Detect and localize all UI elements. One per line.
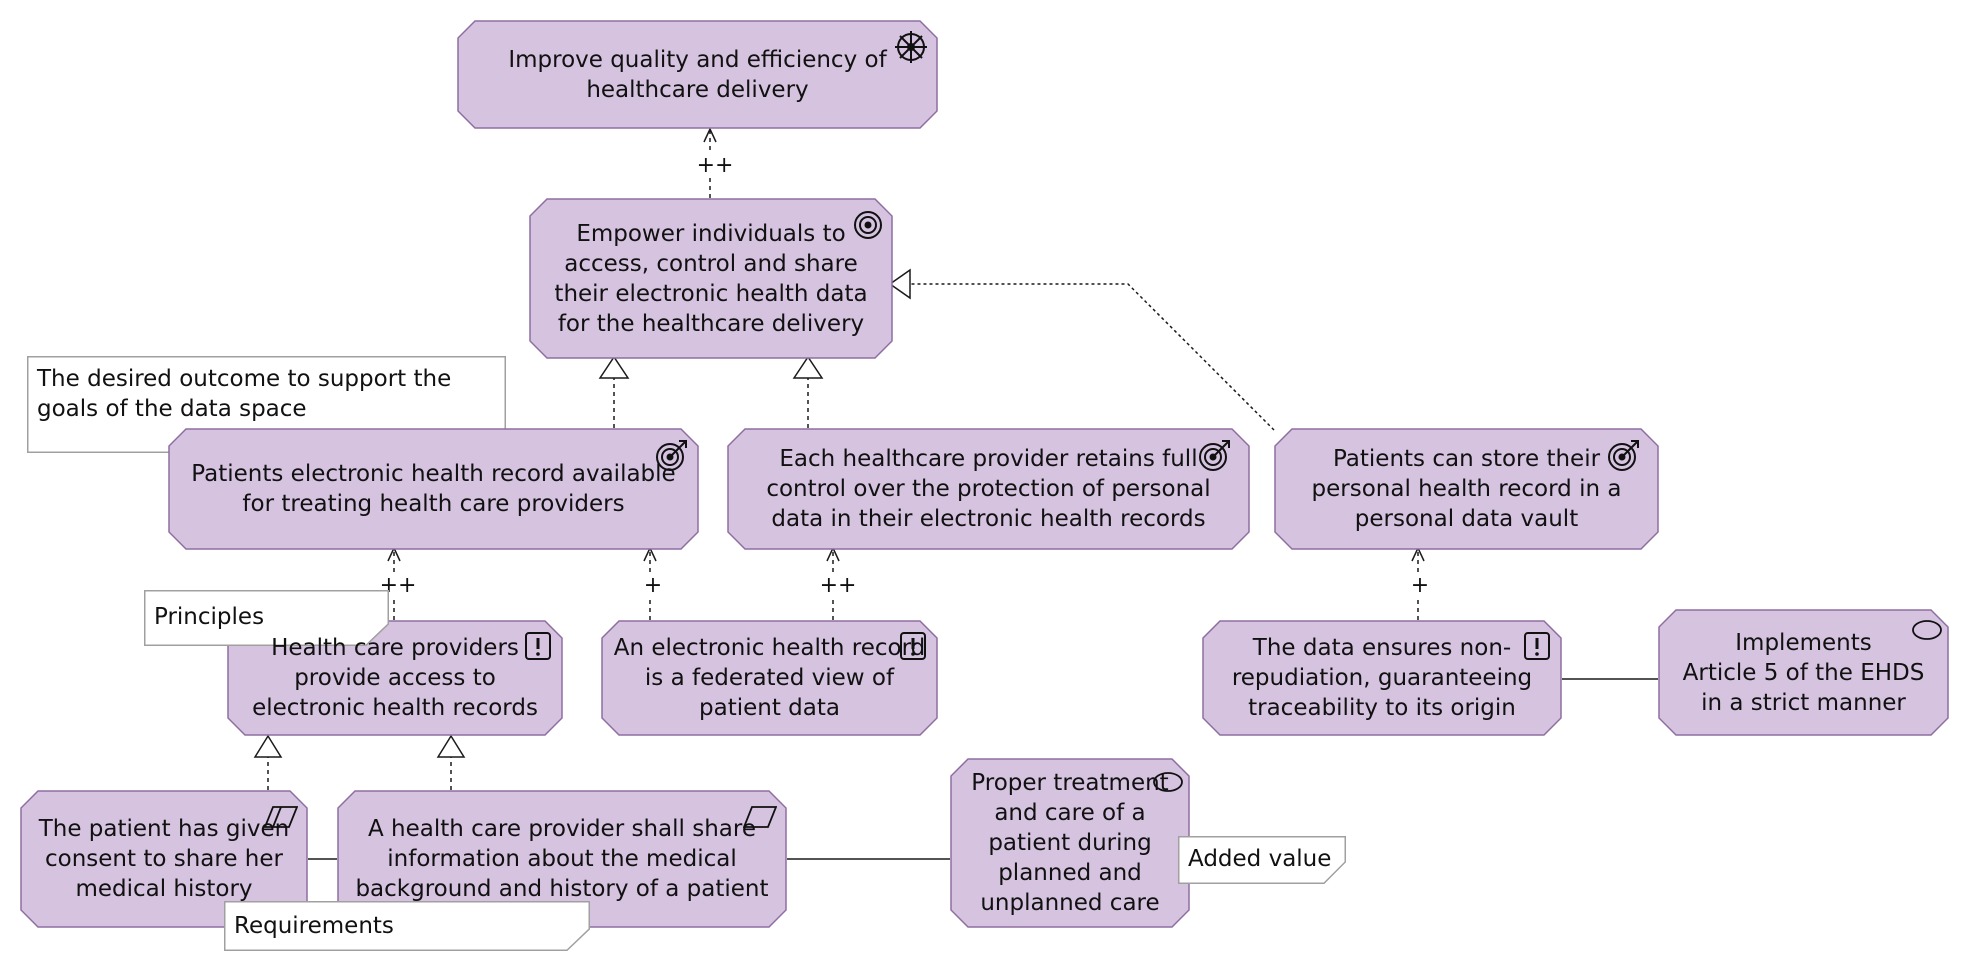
requirement-icon <box>743 806 777 828</box>
note-text: Principles <box>154 604 265 630</box>
value-icon <box>1912 620 1942 640</box>
element-label: Proper treatment and care of a patient d… <box>971 770 1169 916</box>
element-label: The patient has given consent to share h… <box>38 816 290 902</box>
requirements-note[interactable]: Requirements <box>224 901 590 951</box>
element-label: Patients electronic health record availa… <box>191 461 676 517</box>
outcome-icon <box>656 440 687 471</box>
element-label: A health care provider shall share infor… <box>355 816 769 902</box>
influence-label: + <box>1408 573 1432 598</box>
note-text: Requirements <box>234 913 394 939</box>
element-label: The data ensures non- repudiation, guara… <box>1231 635 1533 721</box>
element-label: Implements Article 5 of the EHDS in a st… <box>1682 629 1925 716</box>
driver-icon <box>895 31 927 63</box>
outcome-personal-vault[interactable]: Patients can store their personal health… <box>1274 428 1659 550</box>
outcome-icon <box>1608 440 1639 471</box>
element-label: Improve quality and efficiency of health… <box>508 46 887 103</box>
realization-connector[interactable] <box>888 268 1275 431</box>
outcome-provider-control[interactable]: Each healthcare provider retains full co… <box>727 428 1250 550</box>
note-text: Added value <box>1188 846 1332 872</box>
note-text: The desired outcome to support the goals… <box>37 366 452 422</box>
realization-connector[interactable] <box>598 355 630 428</box>
influence-label: ++ <box>694 153 736 178</box>
value-icon <box>1153 772 1183 792</box>
element-label: Empower individuals to access, control a… <box>554 220 868 337</box>
requirement-provider-share[interactable]: A health care provider shall share infor… <box>337 790 787 928</box>
realization-connector[interactable] <box>253 734 283 790</box>
goal-icon <box>854 211 882 239</box>
principle-provide-access[interactable]: Health care providers provide access to … <box>227 620 563 736</box>
value-proper-treatment[interactable]: Proper treatment and care of a patient d… <box>950 758 1190 928</box>
outcome-ehr-available[interactable]: Patients electronic health record availa… <box>168 428 699 550</box>
element-label: Patients can store their personal health… <box>1311 446 1622 532</box>
influence-label: + <box>641 573 665 598</box>
principles-note[interactable]: Principles <box>144 590 389 646</box>
realization-connector[interactable] <box>436 734 466 790</box>
element-label: Health care providers provide access to … <box>252 635 538 721</box>
influence-label: ++ <box>817 573 859 598</box>
principle-federated-view[interactable]: An electronic health record is a federat… <box>601 620 938 736</box>
added-value-note[interactable]: Added value <box>1178 836 1346 884</box>
driver-improve-quality[interactable]: Improve quality and efficiency of health… <box>457 20 938 129</box>
realization-connector[interactable] <box>792 355 824 428</box>
principle-icon <box>1524 632 1550 660</box>
element-label: Each healthcare provider retains full co… <box>766 446 1211 532</box>
element-label: An electronic health record is a federat… <box>613 635 926 721</box>
principle-icon <box>525 632 551 660</box>
principle-icon <box>900 632 926 660</box>
goal-empower-individuals[interactable]: Empower individuals to access, control a… <box>529 198 893 359</box>
principle-non-repudiation[interactable]: The data ensures non- repudiation, guara… <box>1202 620 1562 736</box>
value-article-5[interactable]: Implements Article 5 of the EHDS in a st… <box>1658 609 1949 736</box>
requirement-icon <box>264 806 298 828</box>
outcome-icon <box>1199 440 1230 471</box>
requirement-patient-consent[interactable]: The patient has given consent to share h… <box>20 790 308 928</box>
